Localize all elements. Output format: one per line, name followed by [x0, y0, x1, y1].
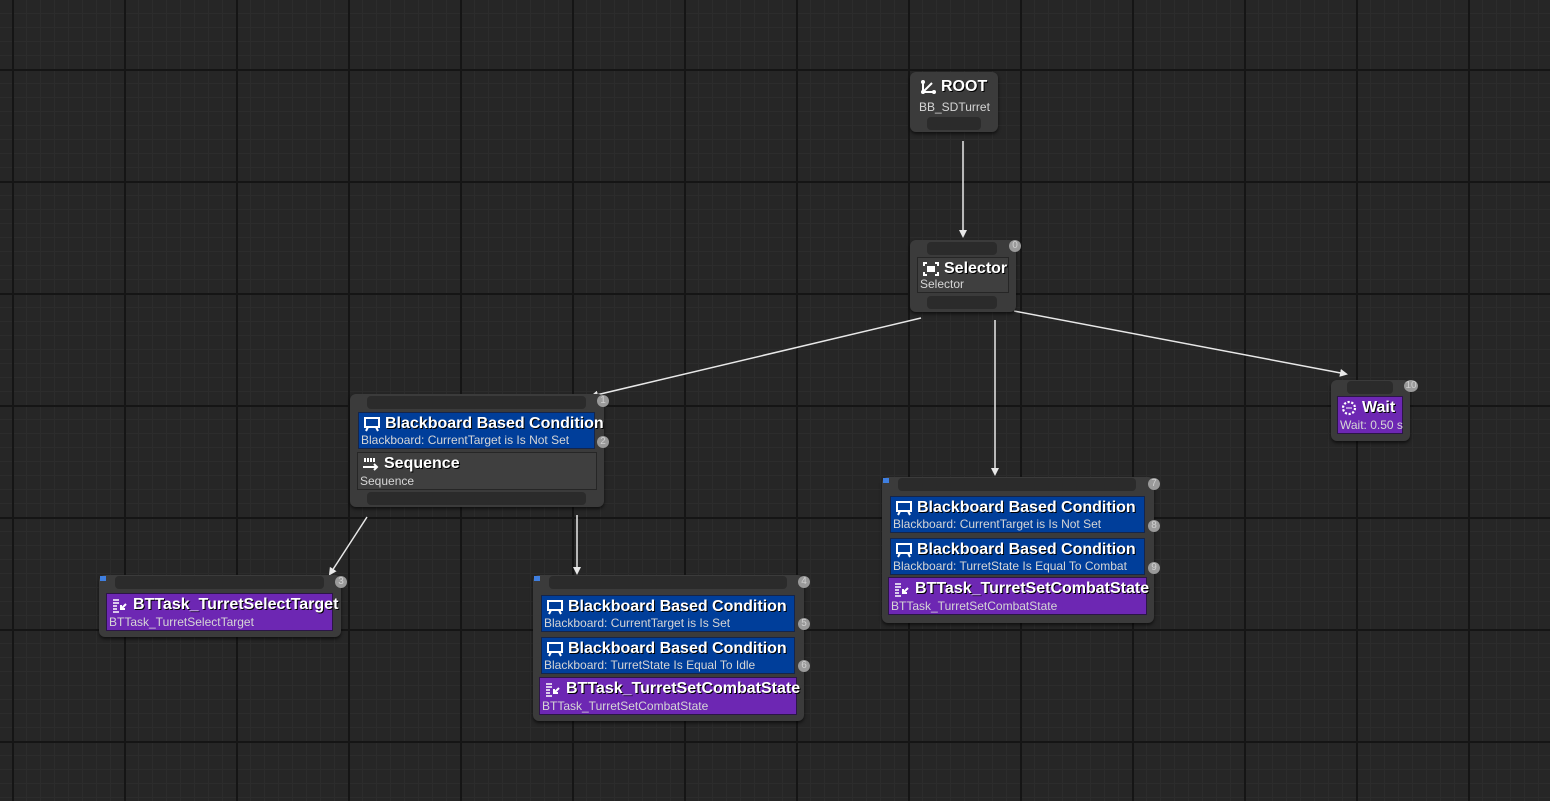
sequence-title: Sequence: [384, 455, 460, 472]
root-output-pin[interactable]: [927, 117, 981, 130]
wait-subtitle: Wait: 0.50 s: [1340, 418, 1403, 432]
blackboard-icon: [547, 600, 563, 615]
decorator-subtitle: Blackboard: TurretState Is Equal To Comb…: [893, 559, 1127, 573]
wait-task-node[interactable]: 10 Wait Wait: 0.50 s: [1331, 380, 1418, 441]
sequence-icon: [363, 458, 379, 471]
sequence-index-badge: 1: [597, 395, 609, 407]
combat-a-input-pin[interactable]: [549, 576, 787, 589]
task-icon: [546, 683, 560, 697]
selector-input-pin[interactable]: [927, 242, 997, 255]
selector-output-pin[interactable]: [927, 296, 997, 309]
decorator-index-badge: 8: [1148, 520, 1160, 532]
selector-subtitle: Selector: [920, 277, 965, 291]
wait-input-pin[interactable]: [1347, 381, 1393, 394]
selector-title: Selector: [944, 260, 1008, 277]
decorator-blackboard-condition[interactable]: Blackboard Based Condition Blackboard: C…: [358, 412, 604, 449]
wire-selector-sequence: [590, 317, 922, 399]
select-target-subtitle: BTTask_TurretSelectTarget: [109, 615, 254, 629]
sequence-input-pin[interactable]: [367, 396, 586, 409]
selector-node[interactable]: 0 Selector Selector: [910, 240, 1021, 312]
combat-a-subtitle: BTTask_TurretSetCombatState: [542, 699, 709, 713]
select-target-task-block: BTTask_TurretSelectTarget BTTask_TurretS…: [106, 593, 338, 631]
selector-index-badge: 0: [1009, 240, 1021, 252]
decorator-index-badge: 5: [798, 618, 810, 630]
combat-b-input-pin[interactable]: [898, 478, 1136, 491]
decorator-index-badge: 6: [798, 660, 810, 672]
wait-icon: [1341, 400, 1357, 416]
combat-a-task-block: BTTask_TurretSetCombatState BTTask_Turre…: [539, 677, 801, 715]
decorator-title: Blackboard Based Condition: [568, 640, 787, 657]
decorator-blackboard-condition[interactable]: Blackboard Based Condition Blackboard: T…: [541, 637, 795, 674]
selector-block: Selector Selector: [917, 257, 1009, 293]
breakpoint-flag-icon: [883, 478, 889, 483]
select-target-input-pin[interactable]: [115, 576, 324, 589]
decorator-blackboard-condition[interactable]: Blackboard Based Condition Blackboard: C…: [890, 496, 1145, 533]
task-icon: [113, 599, 127, 613]
decorator-subtitle: Blackboard: TurretState Is Equal To Idle: [544, 658, 756, 672]
decorator-title: Blackboard Based Condition: [917, 499, 1136, 516]
decorator-title: Blackboard Based Condition: [917, 541, 1136, 558]
root-node[interactable]: ROOT BB_SDTurret: [910, 72, 998, 132]
wire-selector-wait: [1013, 310, 1348, 377]
task-icon: [895, 583, 909, 597]
select-target-index-badge: 3: [335, 576, 347, 588]
root-icon: [921, 80, 936, 94]
combat-b-index-badge: 7: [1148, 478, 1160, 490]
sequence-subtitle: Sequence: [360, 474, 415, 488]
combat-b-task-block: BTTask_TurretSetCombatState BTTask_Turre…: [888, 577, 1150, 615]
root-subtitle: BB_SDTurret: [919, 100, 990, 114]
select-target-title: BTTask_TurretSelectTarget: [133, 596, 339, 613]
wait-title: Wait: [1362, 399, 1396, 416]
decorator-subtitle: Blackboard: CurrentTarget is Is Not Set: [361, 433, 570, 447]
select-target-task-node[interactable]: 3 BTTask_TurretSelectTarget BTTask_Turre…: [99, 575, 347, 637]
decorator-title: Blackboard Based Condition: [568, 598, 787, 615]
root-block: ROOT BB_SDTurret: [915, 76, 993, 114]
sequence-block: Sequence Sequence: [357, 452, 597, 490]
selector-icon: [923, 262, 939, 276]
breakpoint-flag-icon: [534, 576, 540, 581]
decorator-title: Blackboard Based Condition: [385, 415, 604, 432]
blackboard-icon: [896, 501, 912, 516]
wait-task-block: Wait Wait: 0.50 s: [1337, 396, 1403, 434]
blackboard-icon: [896, 543, 912, 558]
decorator-subtitle: Blackboard: CurrentTarget is Is Set: [544, 616, 731, 630]
decorator-index-badge: 2: [597, 436, 609, 448]
breakpoint-flag-icon: [100, 576, 106, 581]
combat-a-title: BTTask_TurretSetCombatState: [566, 680, 801, 697]
wait-index-badge: 10: [1404, 380, 1418, 392]
combat-task-b-node[interactable]: 7 Blackboard Based Condition Blackboard:…: [882, 477, 1160, 623]
decorator-subtitle: Blackboard: CurrentTarget is Is Not Set: [893, 517, 1102, 531]
sequence-output-pin[interactable]: [367, 492, 586, 505]
decorator-blackboard-condition[interactable]: Blackboard Based Condition Blackboard: C…: [541, 595, 795, 632]
decorator-blackboard-condition[interactable]: Blackboard Based Condition Blackboard: T…: [890, 538, 1145, 575]
blackboard-icon: [547, 642, 563, 657]
combat-b-title: BTTask_TurretSetCombatState: [915, 580, 1150, 597]
root-title: ROOT: [941, 78, 988, 95]
sequence-node[interactable]: 1 Blackboard Based Condition Blackboard:…: [350, 394, 609, 507]
blackboard-icon: [364, 417, 380, 432]
combat-a-index-badge: 4: [798, 576, 810, 588]
decorator-index-badge: 9: [1148, 562, 1160, 574]
combat-task-a-node[interactable]: 4 Blackboard Based Condition Blackboard:…: [533, 575, 810, 721]
wire-sequence-select-target: [328, 516, 368, 576]
combat-b-subtitle: BTTask_TurretSetCombatState: [891, 599, 1058, 613]
